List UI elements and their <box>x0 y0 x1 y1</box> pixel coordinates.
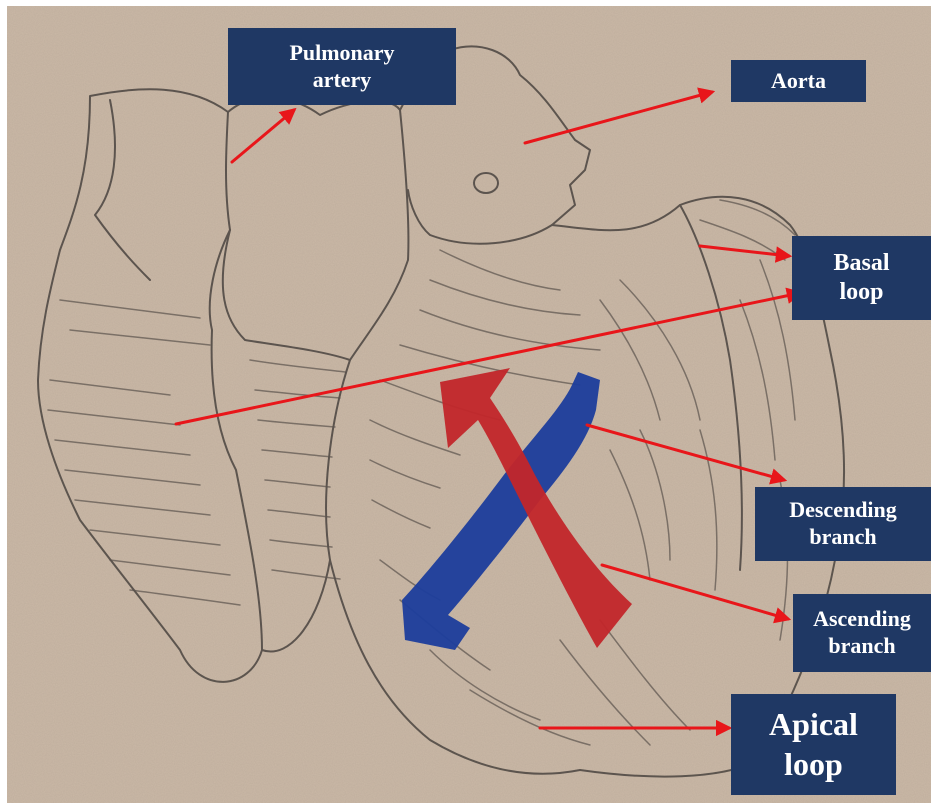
ascending-branch-label-line-2: branch <box>828 633 895 660</box>
apical-loop-label: Apical loop <box>731 694 896 795</box>
descending-branch-label-line-1: Descending <box>789 497 897 524</box>
basal-loop-label-line-2: loop <box>839 278 883 307</box>
ascending-branch-label: Ascending branch <box>793 594 931 672</box>
pulmonary-artery-label-line-2: artery <box>313 67 372 94</box>
pulmonary-artery-label-line-1: Pulmonary <box>289 40 394 67</box>
basal-loop-label-line-1: Basal <box>833 249 889 278</box>
descending-branch-label: Descending branch <box>755 487 931 561</box>
pulmonary-artery-label: Pulmonary artery <box>228 28 456 105</box>
aorta-label-line-1: Aorta <box>771 68 826 95</box>
apical-loop-label-line-1: Apical <box>769 705 858 744</box>
apical-loop-label-line-2: loop <box>784 745 843 784</box>
ascending-branch-label-line-1: Ascending <box>813 606 911 633</box>
descending-branch-label-line-2: branch <box>809 524 876 551</box>
aorta-label: Aorta <box>731 60 866 102</box>
basal-loop-label: Basal loop <box>792 236 931 320</box>
